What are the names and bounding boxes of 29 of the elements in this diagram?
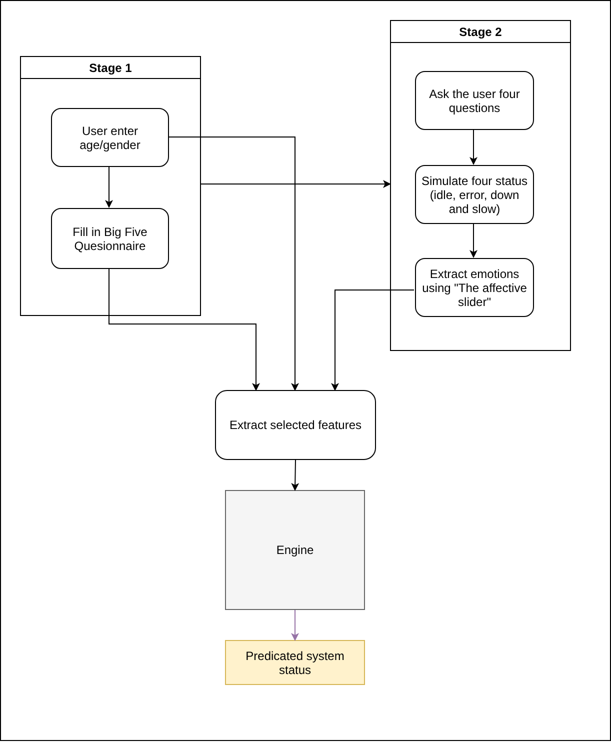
arrow	[168, 136, 299, 391]
process-box	[415, 165, 534, 224]
stage-container	[20, 56, 201, 316]
box-text: User enter age/gender	[78, 124, 142, 152]
arrow	[200, 180, 391, 188]
box-text: Simulate four status (idle, error, down and slow)	[420, 174, 529, 216]
stage-title: Stage 1	[89, 60, 132, 76]
stage-title: Stage 2	[459, 24, 502, 40]
stage-container	[390, 20, 571, 351]
arrow	[470, 222, 478, 258]
process-box	[51, 108, 169, 167]
box-text: Fill in Big Five Quesionnaire	[72, 224, 148, 252]
arrow	[108, 268, 260, 391]
arrow	[291, 460, 300, 491]
result-box	[225, 640, 365, 685]
process-box	[415, 71, 534, 130]
box-text: Extract emotions using "The affective slider"	[421, 266, 528, 308]
arrow	[331, 290, 414, 391]
arrow	[105, 166, 113, 208]
process-box	[51, 208, 169, 269]
engine-box	[225, 490, 365, 610]
box-text: Ask the user four questions	[428, 86, 521, 114]
process-box	[415, 258, 534, 317]
arrow	[291, 610, 299, 641]
box-text: Predicated system status	[244, 648, 346, 676]
box-text: Extract selected features	[229, 418, 362, 432]
process-box	[215, 390, 376, 460]
arrow	[470, 128, 478, 165]
box-text: Engine	[276, 543, 314, 557]
